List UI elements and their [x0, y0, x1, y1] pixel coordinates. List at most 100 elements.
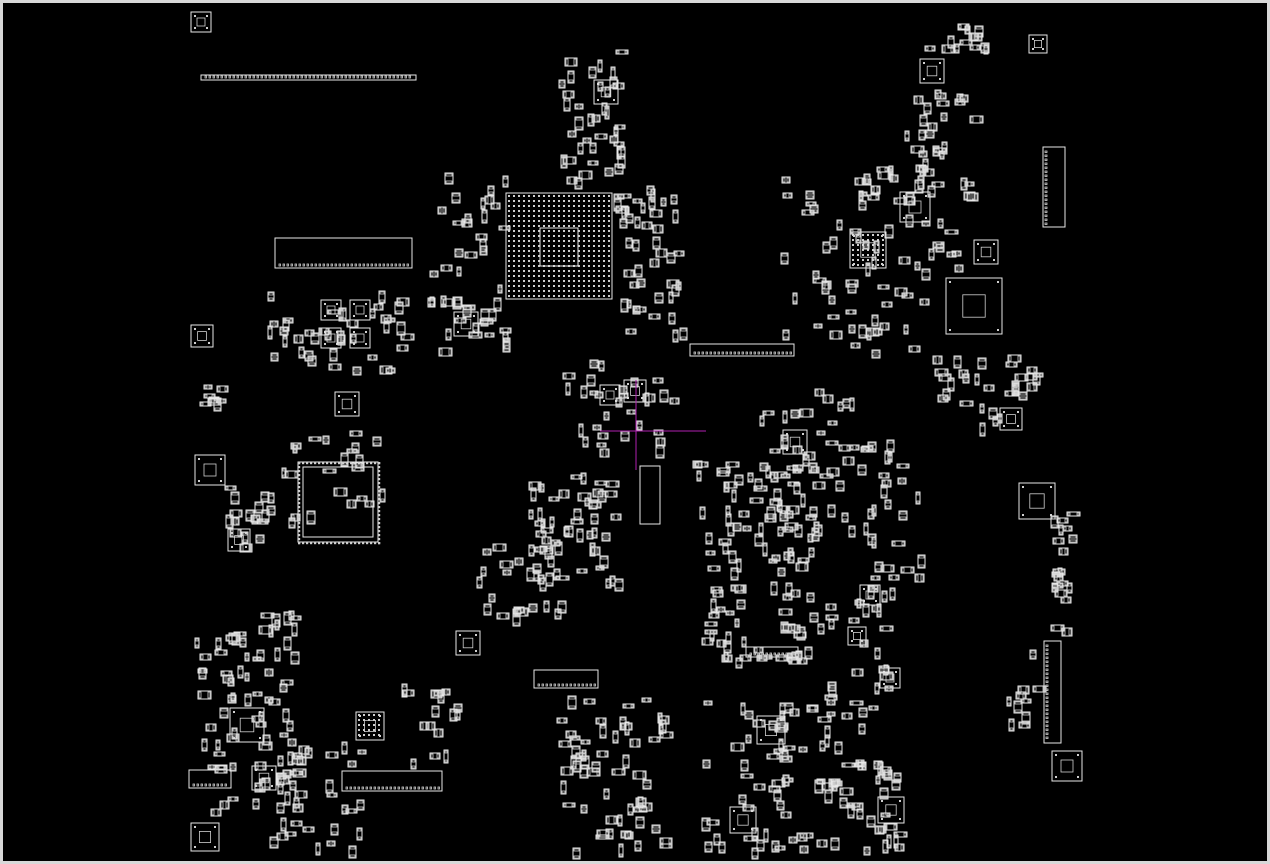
board-layout-canvas[interactable]: [3, 3, 1267, 861]
pad: [741, 774, 745, 778]
pad: [993, 422, 998, 426]
pad: [573, 225, 575, 227]
pin: [769, 351, 772, 355]
pin: [417, 786, 420, 790]
pad: [504, 338, 510, 342]
pad: [771, 472, 778, 476]
pad: [802, 449, 804, 451]
pad: [850, 407, 854, 411]
pad: [442, 207, 446, 214]
passive-outline: [605, 815, 618, 825]
pad: [767, 754, 771, 759]
pad: [827, 468, 831, 476]
passive-outline: [279, 326, 289, 336]
pad: [1005, 391, 1009, 396]
pad: [919, 130, 925, 134]
pin: [332, 75, 335, 79]
pad: [851, 343, 855, 348]
passive-outline: [618, 385, 628, 395]
pin: [348, 75, 351, 79]
pad: [827, 281, 831, 289]
pad: [207, 691, 211, 699]
board-outline-drawing[interactable]: [3, 3, 1267, 861]
pad: [277, 773, 281, 779]
passive-outline: [770, 581, 778, 596]
pad: [713, 590, 717, 597]
thermal-pad: [198, 831, 211, 844]
pad: [365, 315, 367, 317]
pad: [779, 749, 783, 753]
pad: [872, 322, 878, 326]
pin: [377, 786, 380, 790]
pad: [528, 230, 530, 232]
pad: [457, 315, 459, 317]
pad: [285, 776, 289, 784]
passive-outline: [704, 629, 718, 635]
pad: [1063, 590, 1067, 597]
pad: [508, 265, 510, 267]
pad: [533, 245, 535, 247]
pad: [452, 199, 460, 203]
passive-outline: [809, 612, 819, 623]
pad: [271, 769, 273, 771]
pad: [593, 220, 595, 222]
pad: [358, 724, 360, 726]
pad: [925, 195, 927, 197]
passive-outline: [884, 685, 894, 692]
pad: [981, 49, 989, 53]
passive-outline: [821, 280, 832, 290]
pin: [581, 683, 584, 687]
pad: [578, 493, 582, 501]
pin: [693, 351, 696, 355]
pad: [975, 381, 979, 385]
pad: [356, 455, 363, 459]
passive-outline: [604, 167, 614, 177]
pad: [877, 613, 881, 617]
passive-outline: [936, 100, 950, 107]
pin: [569, 683, 572, 687]
pad: [739, 800, 746, 804]
pad: [588, 245, 590, 247]
pad: [538, 240, 540, 242]
pad: [598, 225, 600, 227]
pad: [885, 505, 891, 509]
pad: [543, 255, 545, 257]
pad: [597, 443, 601, 447]
passive-outline: [848, 525, 856, 538]
pad: [544, 601, 549, 605]
pad: [590, 149, 596, 153]
pad: [573, 230, 575, 232]
pad: [805, 558, 809, 562]
passive-outline: [574, 103, 584, 110]
pad: [564, 107, 570, 111]
passive-outline: [789, 708, 800, 717]
pad: [595, 134, 599, 139]
pad: [202, 747, 207, 751]
pad: [771, 591, 777, 595]
pad: [887, 440, 894, 444]
pad: [1019, 396, 1027, 400]
pad: [714, 841, 720, 845]
pad: [730, 611, 734, 615]
pad: [373, 442, 381, 446]
pad: [593, 285, 595, 287]
pad: [723, 550, 728, 554]
pad: [206, 15, 208, 17]
pad: [555, 497, 559, 501]
pad: [787, 506, 791, 514]
pad: [796, 590, 800, 597]
thermal-pad: [789, 436, 801, 448]
pad: [260, 779, 265, 783]
pad: [240, 638, 246, 642]
passive-outline: [887, 452, 893, 463]
pad: [794, 466, 798, 470]
pin: [300, 75, 303, 79]
pad: [774, 749, 778, 753]
passive-outline: [351, 442, 360, 454]
pad: [378, 470, 381, 473]
pad: [918, 564, 925, 568]
passive-outline: [304, 747, 313, 759]
pad: [798, 652, 802, 660]
passive-outline: [380, 314, 392, 324]
pad: [268, 335, 272, 339]
